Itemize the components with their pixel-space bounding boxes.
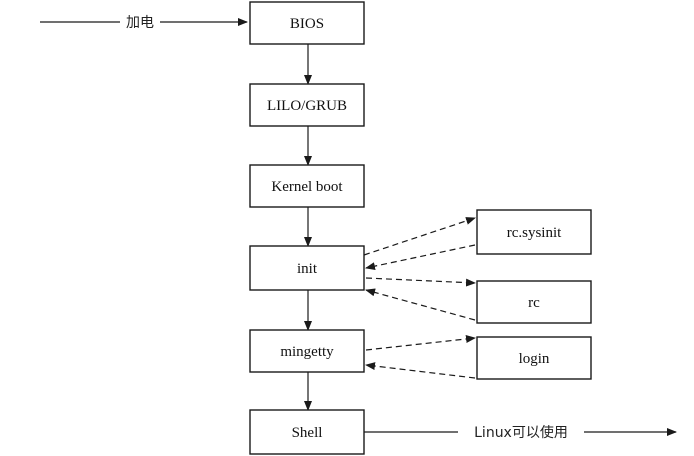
node-kernel-boot-label: Kernel boot (271, 179, 343, 195)
linux-ready-label: Linux可以使用 (474, 424, 568, 441)
node-init: init (249, 245, 365, 291)
node-login: login (476, 336, 592, 380)
node-mingetty: mingetty (249, 329, 365, 373)
node-shell-label: Shell (292, 425, 323, 441)
node-rc-label: rc (528, 295, 540, 311)
node-login-label: login (519, 351, 550, 367)
node-shell: Shell (249, 409, 365, 455)
edge-power-on: 加电 (40, 15, 248, 31)
side-edges (363, 217, 476, 379)
node-lilo-grub-label: LILO/GRUB (267, 98, 347, 114)
edge-login-to-mingetty (365, 362, 476, 379)
node-init-label: init (297, 261, 318, 277)
node-kernel-boot: Kernel boot (249, 164, 365, 208)
node-rc: rc (476, 280, 592, 324)
edge-init-to-rc (365, 277, 476, 287)
edge-mingetty-to-login (365, 335, 476, 351)
node-rc-sysinit-label: rc.sysinit (507, 225, 562, 241)
power-on-label: 加电 (126, 15, 154, 31)
node-rc-sysinit: rc.sysinit (476, 209, 592, 255)
node-bios: BIOS (249, 1, 365, 45)
node-lilo-grub: LILO/GRUB (249, 83, 365, 127)
edge-rc-to-init (365, 288, 476, 321)
edge-init-to-rcsysinit (363, 217, 476, 256)
edge-rcsysinit-to-init (365, 244, 476, 271)
node-bios-label: BIOS (290, 16, 324, 32)
edge-linux-ready: Linux可以使用 (364, 424, 677, 441)
node-mingetty-label: mingetty (280, 344, 334, 360)
